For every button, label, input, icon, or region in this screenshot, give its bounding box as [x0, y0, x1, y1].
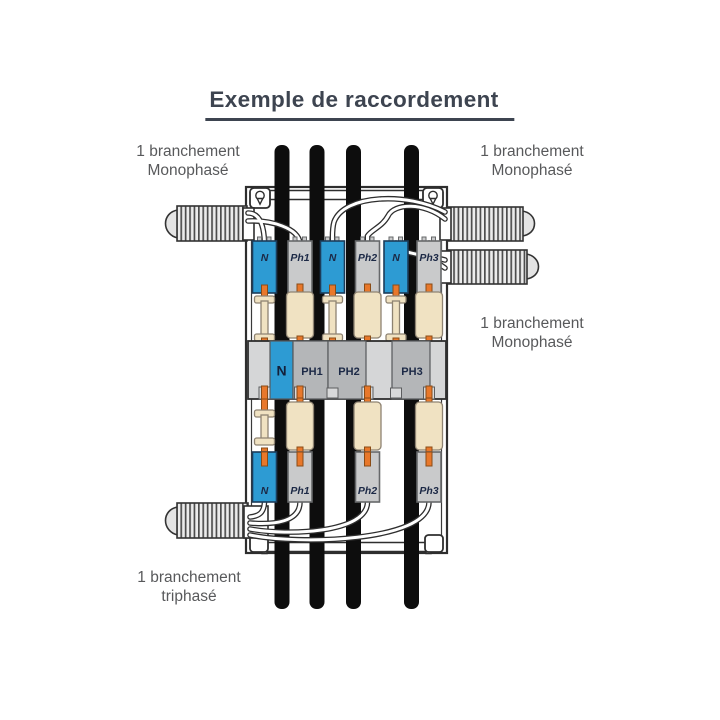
annotation-top-left: 1 branchement Monophasé — [100, 142, 276, 180]
terminal-bottom-ph2: Ph2 — [354, 451, 381, 503]
annotation-line: 1 branchement — [480, 143, 584, 160]
terminal-top-n3: N — [383, 236, 409, 294]
annotation-line: Monophasé — [147, 162, 229, 179]
terminal-top-n1: N — [251, 236, 278, 294]
conduit-top-right — [446, 206, 536, 242]
mount-screw-top-left — [249, 187, 271, 209]
terminal-label: Ph3 — [419, 485, 438, 497]
bus-label: PH1 — [301, 366, 322, 378]
terminal-bottom-n: N — [251, 451, 278, 503]
terminal-label: Ph1 — [290, 252, 309, 264]
terminal-top-n2: N — [319, 236, 346, 294]
phase-connector — [285, 397, 315, 464]
bus-label: PH2 — [338, 366, 359, 378]
gland-top-right — [439, 207, 452, 241]
annotation-line: Monophasé — [491, 162, 573, 179]
conduit-bottom-left — [164, 502, 249, 539]
corner-bracket-bottom-right — [424, 534, 444, 553]
terminal-label: Ph2 — [358, 485, 377, 497]
terminal-label: Ph3 — [419, 252, 438, 264]
annotation-line: 1 branchement — [480, 315, 584, 332]
distribution-row: N PH1 PH2 PH3 — [247, 340, 447, 404]
conduit-top-left — [164, 205, 248, 242]
gland-top-left — [242, 207, 255, 241]
terminal-label: N — [261, 252, 269, 264]
terminal-label: N — [329, 252, 337, 264]
annotation-top-right: 1 branchement Monophasé — [444, 142, 620, 180]
annotation-line: 1 branchement — [137, 569, 241, 586]
top-terminal-row: N Ph1 N Ph2 N — [251, 236, 442, 294]
bus-label: N — [276, 363, 286, 379]
annotation-line: triphasé — [161, 588, 217, 605]
annotation-line: 1 branchement — [136, 143, 240, 160]
bottom-terminal-row: N Ph1 Ph2 Ph3 — [251, 451, 442, 503]
terminal-label: N — [392, 252, 400, 264]
terminal-label: Ph2 — [358, 252, 377, 264]
terminal-bottom-ph1: Ph1 — [287, 451, 313, 503]
terminal-label: N — [261, 485, 269, 497]
page-title: Exemple de raccordement — [205, 87, 515, 121]
annotation-bottom: 1 branchement triphasé — [101, 568, 277, 606]
bus-label: PH3 — [401, 366, 422, 378]
conduit-mid-right — [446, 249, 540, 285]
terminal-bottom-ph3: Ph3 — [416, 451, 442, 503]
annotation-mid-right: 1 branchement Monophasé — [444, 314, 620, 352]
annotation-line: Monophasé — [491, 334, 573, 351]
terminal-label: Ph1 — [290, 485, 309, 497]
outgoing-wires-bottom — [247, 499, 432, 543]
